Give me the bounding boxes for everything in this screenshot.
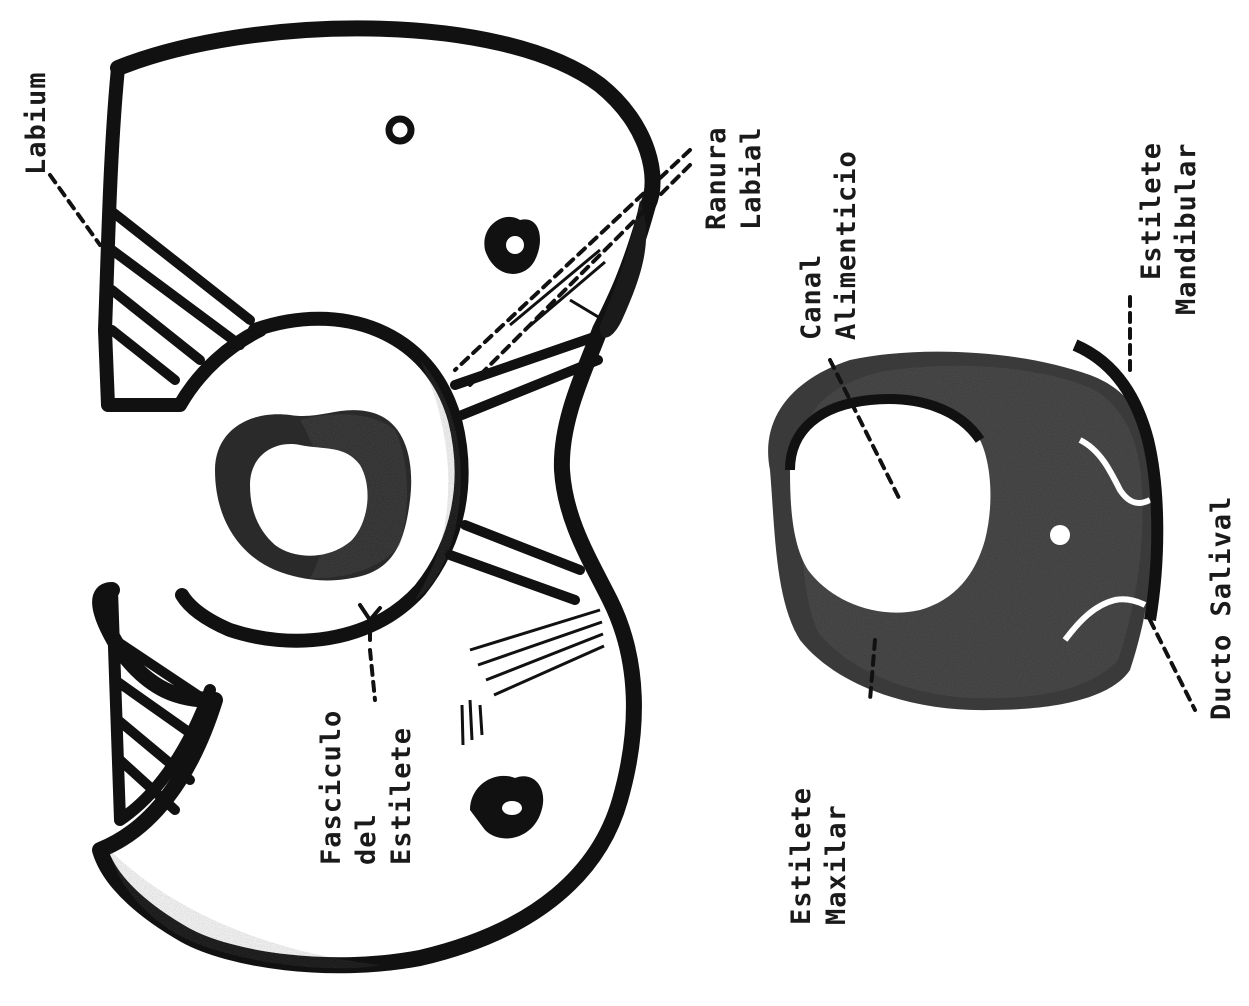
label-fasc-line2: del <box>351 813 382 865</box>
label-ranura-line1: Ranura <box>701 126 732 230</box>
label-canal-line2: Alimenticio <box>831 150 862 340</box>
salivary-duct <box>1050 525 1070 545</box>
labium-wall-shading <box>110 850 380 968</box>
label-canal-line1: Canal <box>796 254 827 340</box>
leader-labium <box>50 175 100 245</box>
leader-ranura-2 <box>470 165 690 385</box>
food-canal <box>790 399 990 613</box>
label-ranura-line2: Labial <box>736 126 767 230</box>
fascicle-sheath-shading <box>415 360 461 600</box>
trachea-lower <box>470 776 543 839</box>
labium-left-lobe-upper <box>105 68 260 405</box>
leader-ducto <box>1150 620 1195 710</box>
label-ducto: Ducto Salival <box>1206 496 1237 720</box>
nerve-upper <box>389 119 411 141</box>
label-est-mand-line1: Estilete <box>1136 142 1167 280</box>
label-est-max-line2: Maxilar <box>821 804 852 925</box>
stylet-cross-section <box>768 345 1157 710</box>
trachea-upper <box>484 217 540 274</box>
labium-right-wall-thick <box>600 200 646 338</box>
label-est-mand-line2: Mandibular <box>1171 142 1202 315</box>
label-fasc-line1: Fasciculo <box>316 710 347 865</box>
label-est-max-line1: Estilete <box>786 787 817 925</box>
label-fasc-line3: Estilete <box>386 727 417 865</box>
muscle-fibers-lower <box>462 610 604 745</box>
leader-fasciculo <box>370 650 375 700</box>
label-labium: Labium <box>21 71 52 175</box>
